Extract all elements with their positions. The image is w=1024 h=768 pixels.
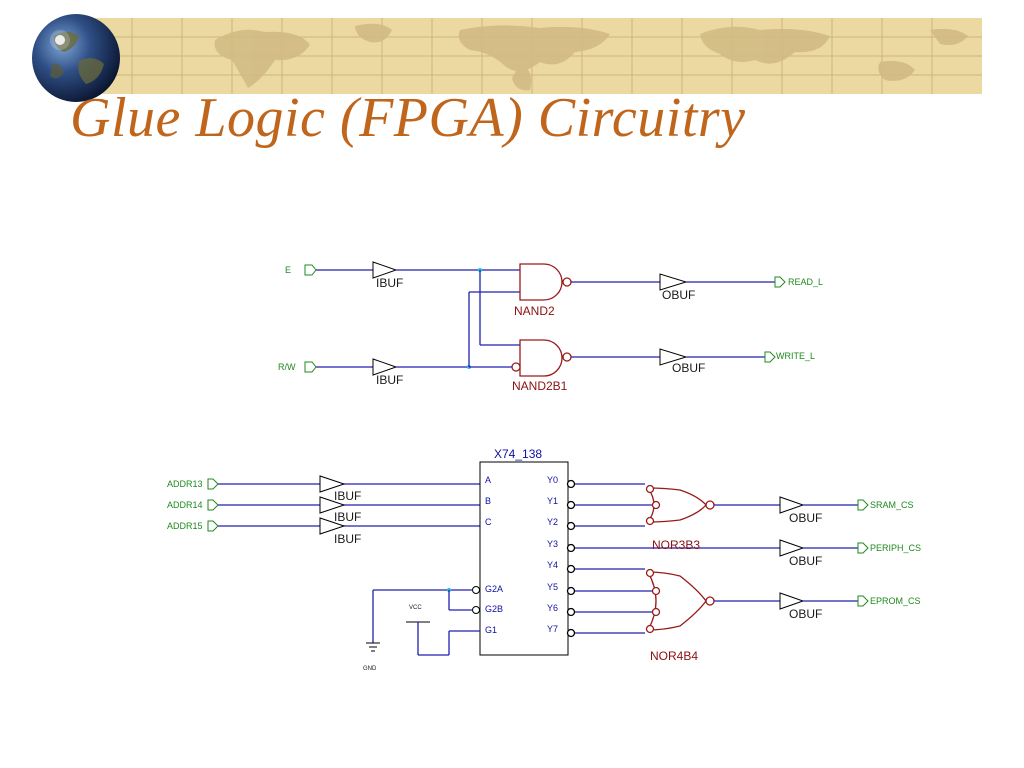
ibuf-rw xyxy=(372,358,398,376)
ibuf-addr14-label: IBUF xyxy=(334,510,361,524)
port-addr14-label: ADDR14 xyxy=(167,500,203,510)
gate-nor4b4-in3-bubble xyxy=(645,624,655,634)
decoder-x74-138 xyxy=(479,461,569,656)
port-sram-cs-marker xyxy=(857,499,869,511)
ibuf-addr13-label: IBUF xyxy=(334,489,361,503)
port-eprom-cs-marker xyxy=(857,595,869,607)
gate-nor4b4 xyxy=(646,571,707,631)
decoder-output-bubbles xyxy=(566,479,576,638)
port-rw-label: R/W xyxy=(278,362,296,372)
obuf-write-label: OBUF xyxy=(672,361,705,375)
gate-nor3b3-in1-bubble xyxy=(651,500,661,510)
decoder-enable-g1: G1 xyxy=(485,625,497,635)
world-map-banner xyxy=(82,18,982,94)
gate-nor3b3-in2-bubble xyxy=(645,516,655,526)
gate-nor4b4-label: NOR4B4 xyxy=(650,649,698,663)
port-addr13-label: ADDR13 xyxy=(167,479,203,489)
slide-title: Glue Logic (FPGA) Circuitry xyxy=(70,87,746,149)
obuf-sram xyxy=(779,496,805,514)
port-rw-marker xyxy=(304,361,317,373)
port-periph-cs-marker xyxy=(857,542,869,554)
port-addr13-marker xyxy=(207,478,219,490)
decoder-enable-g2b: G2B xyxy=(485,604,503,614)
gate-nand2b1-label: NAND2B1 xyxy=(512,379,568,393)
ibuf-addr15-label: IBUF xyxy=(334,532,361,546)
obuf-sram-label: OBUF xyxy=(789,511,822,525)
port-addr14-marker xyxy=(207,499,219,511)
ibuf-rw-label: IBUF xyxy=(376,373,403,387)
gate-nand2-bubble xyxy=(562,277,572,287)
decoder-output-y3: Y3 xyxy=(547,539,558,549)
vcc-label: VCC xyxy=(409,605,422,611)
decoder-output-y5: Y5 xyxy=(547,582,558,592)
obuf-eprom-label: OBUF xyxy=(789,607,822,621)
gnd-label: GND xyxy=(363,666,377,672)
decoder-output-y2: Y2 xyxy=(547,517,558,527)
decoder-enable-g2a: G2A xyxy=(485,584,503,594)
ibuf-e-label: IBUF xyxy=(376,276,403,290)
ibuf-e xyxy=(372,261,398,279)
port-sram-cs-label: SRAM_CS xyxy=(870,500,914,510)
ibuf-addr13 xyxy=(319,475,346,493)
gate-nor4b4-in2-bubble xyxy=(651,607,661,617)
globe-logo xyxy=(32,14,120,102)
gate-nor4b4-in0-bubble xyxy=(645,568,655,578)
port-eprom-cs-label: EPROM_CS xyxy=(870,596,921,606)
decoder-output-y7: Y7 xyxy=(547,624,558,634)
gate-nor3b3-bubble xyxy=(705,500,715,510)
port-read-l-label: READ_L xyxy=(788,277,823,287)
gate-nand2 xyxy=(519,263,563,301)
decoder-name: X74_138 xyxy=(494,447,542,461)
gate-nand2b1-bubble xyxy=(562,352,572,362)
gnd-symbol xyxy=(366,642,380,652)
ibuf-addr14 xyxy=(319,496,346,514)
port-e-marker xyxy=(304,264,317,276)
port-write-l-label: WRITE_L xyxy=(776,351,815,361)
obuf-write xyxy=(659,348,688,366)
obuf-periph-label: OBUF xyxy=(789,554,822,568)
port-addr15-label: ADDR15 xyxy=(167,521,203,531)
ibuf-addr15 xyxy=(319,517,346,535)
port-read-l-marker xyxy=(774,276,786,288)
obuf-read xyxy=(659,273,688,291)
gate-nand2-label: NAND2 xyxy=(514,304,555,318)
decoder-g2b-bubble xyxy=(472,606,480,614)
gate-nor4b4-bubble xyxy=(705,596,715,606)
decoder-output-y1: Y1 xyxy=(547,496,558,506)
obuf-read-label: OBUF xyxy=(662,288,695,302)
port-periph-cs-label: PERIPH_CS xyxy=(870,543,921,553)
decoder-input-a: A xyxy=(485,475,491,485)
decoder-input-c: C xyxy=(485,517,492,527)
decoder-input-b: B xyxy=(485,496,491,506)
port-e-label: E xyxy=(285,265,291,275)
decoder-output-y0: Y0 xyxy=(547,475,558,485)
decoder-output-y4: Y4 xyxy=(547,560,558,570)
decoder-g2a-bubble xyxy=(472,586,480,594)
obuf-eprom xyxy=(779,592,805,610)
port-write-l-marker xyxy=(764,351,776,363)
gate-nand2b1-input-bubble xyxy=(511,362,521,372)
obuf-periph xyxy=(779,539,805,557)
gate-nand2b1 xyxy=(519,339,563,377)
gate-nor3b3-in0-bubble xyxy=(645,484,655,494)
decoder-output-y6: Y6 xyxy=(547,603,558,613)
port-addr15-marker xyxy=(207,520,219,532)
gate-nor3b3-label: NOR3B3 xyxy=(652,538,700,552)
gate-nor4b4-in1-bubble xyxy=(651,586,661,596)
